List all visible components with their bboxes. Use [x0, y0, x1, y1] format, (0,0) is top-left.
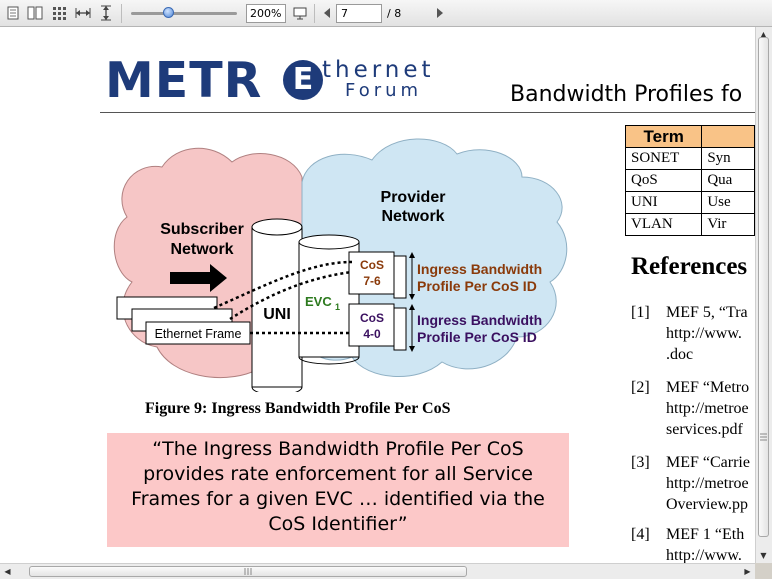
zoom-slider-track[interactable] [131, 12, 237, 15]
ingress-bottom-label-line1: Ingress Bandwidth [417, 312, 542, 328]
evc-subscript: 1 [335, 302, 340, 312]
fit-width-icon[interactable] [74, 4, 92, 22]
definition-cell: Syn [701, 147, 755, 170]
next-page-icon[interactable] [431, 4, 449, 22]
evc-label: EVC [305, 294, 332, 309]
cos-bottom-label-line1: CoS [360, 311, 384, 325]
table-row: QoS Qua [624, 169, 755, 192]
subscriber-network-label-line2: Network [170, 241, 233, 258]
horizontal-scroll-thumb[interactable] [29, 566, 467, 577]
uni-cylinder [251, 226, 303, 388]
reference-number: [2] [631, 379, 650, 396]
reference-number: [1] [631, 304, 650, 321]
reference-line: .doc [666, 346, 694, 363]
vertical-scroll-thumb[interactable] [758, 37, 769, 537]
cos-top-box [348, 251, 395, 295]
flow-line-top [213, 260, 353, 310]
single-page-view-icon[interactable] [4, 4, 22, 22]
slide-title: Bandwidth Profiles fo [510, 82, 743, 107]
term-cell: QoS [624, 169, 703, 192]
direction-arrow [170, 264, 227, 292]
scroll-up-icon[interactable]: ▲ [760, 30, 767, 39]
term-cell: SONET [624, 147, 703, 170]
reference-line: MEF “Carrie [666, 454, 750, 471]
subscriber-network-label-line1: Subscriber [160, 221, 244, 238]
ingress-top-label-line1: Ingress Bandwidth [417, 261, 542, 277]
reference-text: MEF 5, “Tra http://www. .doc [666, 302, 748, 365]
reference-number: [3] [631, 454, 650, 471]
viewer-toolbar: 200% 7 / 8 [0, 0, 772, 27]
reference-line: http://www. [666, 547, 742, 563]
definition-cell: Use [701, 191, 755, 214]
definition-cell: Vir [701, 213, 755, 236]
title-divider [100, 112, 755, 113]
terms-header-term: Term [624, 125, 703, 148]
presentation-mode-icon[interactable] [291, 4, 309, 22]
figure-caption: Figure 9: Ingress Bandwidth Profile Per … [145, 400, 451, 417]
vertical-scrollbar[interactable]: ▲ ▼ [755, 27, 772, 563]
ethernet-frame-label: Ethernet Frame [155, 327, 242, 341]
reference-line: http://metroe [666, 400, 749, 417]
reference-text: MEF 1 “Eth http://www. [666, 524, 744, 563]
reference-line: MEF 1 “Eth [666, 526, 745, 543]
previous-page-icon[interactable] [318, 4, 336, 22]
reference-line: Overview.pp [666, 496, 749, 513]
grid-view-icon[interactable] [50, 4, 68, 22]
scrollbar-corner [755, 563, 772, 579]
definition-cell: Qua [701, 169, 755, 192]
uni-label: UNI [263, 306, 291, 323]
term-cell: VLAN [624, 213, 703, 236]
reference-line: http://metroe [666, 475, 749, 492]
fit-height-icon[interactable] [97, 4, 115, 22]
quote-text: “The Ingress Bandwidth Profile Per CoS p… [131, 438, 545, 535]
reference-line: http://www. [666, 325, 742, 342]
reference-text: MEF “Carrie http://metroe Overview.pp [666, 452, 750, 515]
reference-line: MEF 5, “Tra [666, 304, 748, 321]
bandwidth-profile-diagram: Subscriber Network Provider Network Ethe… [113, 138, 568, 392]
reference-line: services.pdf [666, 421, 743, 438]
logo-e-circle: E [283, 60, 323, 100]
page-number-input[interactable]: 7 [336, 4, 382, 23]
provider-network-label-line1: Provider [381, 189, 446, 206]
references-heading: References [631, 253, 748, 280]
term-cell: UNI [624, 191, 703, 214]
horizontal-scrollbar[interactable]: ◀ ▶ [0, 563, 755, 579]
logo-thernet: thernet [322, 57, 435, 83]
reference-number: [4] [631, 526, 650, 543]
toolbar-separator [121, 4, 122, 23]
cos-top-label-line1: CoS [360, 258, 384, 272]
logo-metro: METR [105, 52, 263, 109]
reference-text: MEF “Metro http://metroe services.pdf [666, 377, 749, 440]
logo-forum: Forum [345, 80, 423, 101]
ingress-bottom-label-line2: Profile Per CoS ID [417, 329, 537, 345]
two-page-view-icon[interactable] [26, 4, 44, 22]
reference-line: MEF “Metro [666, 379, 750, 396]
zoom-slider-thumb[interactable] [163, 7, 174, 18]
cos-bottom-pipe [393, 307, 407, 351]
scroll-down-icon[interactable]: ▼ [760, 551, 767, 560]
cos-top-label-line2: 7-6 [363, 274, 381, 288]
scroll-right-icon[interactable]: ▶ [744, 567, 751, 576]
terms-header-row: Term [624, 125, 755, 148]
scroll-left-icon[interactable]: ◀ [4, 567, 11, 576]
table-row: UNI Use [624, 191, 755, 214]
cos-top-pipe [393, 255, 407, 299]
terms-header-blank [701, 125, 755, 148]
quote-box: “The Ingress Bandwidth Profile Per CoS p… [107, 433, 569, 547]
zoom-field[interactable]: 200% [246, 4, 286, 23]
toolbar-separator [314, 4, 315, 23]
ingress-top-label-line2: Profile Per CoS ID [417, 278, 537, 294]
cos-bottom-label-line2: 4-0 [363, 327, 381, 341]
provider-network-label-line2: Network [381, 208, 444, 225]
table-row: VLAN Vir [624, 213, 755, 236]
terms-table: Term SONET Syn QoS Qua UNI Use VLAN Vir [624, 125, 755, 236]
page-total: / 8 [387, 7, 402, 20]
table-row: SONET Syn [624, 147, 755, 170]
document-viewport[interactable]: METR E thernet Forum Bandwidth Profiles … [0, 27, 755, 563]
